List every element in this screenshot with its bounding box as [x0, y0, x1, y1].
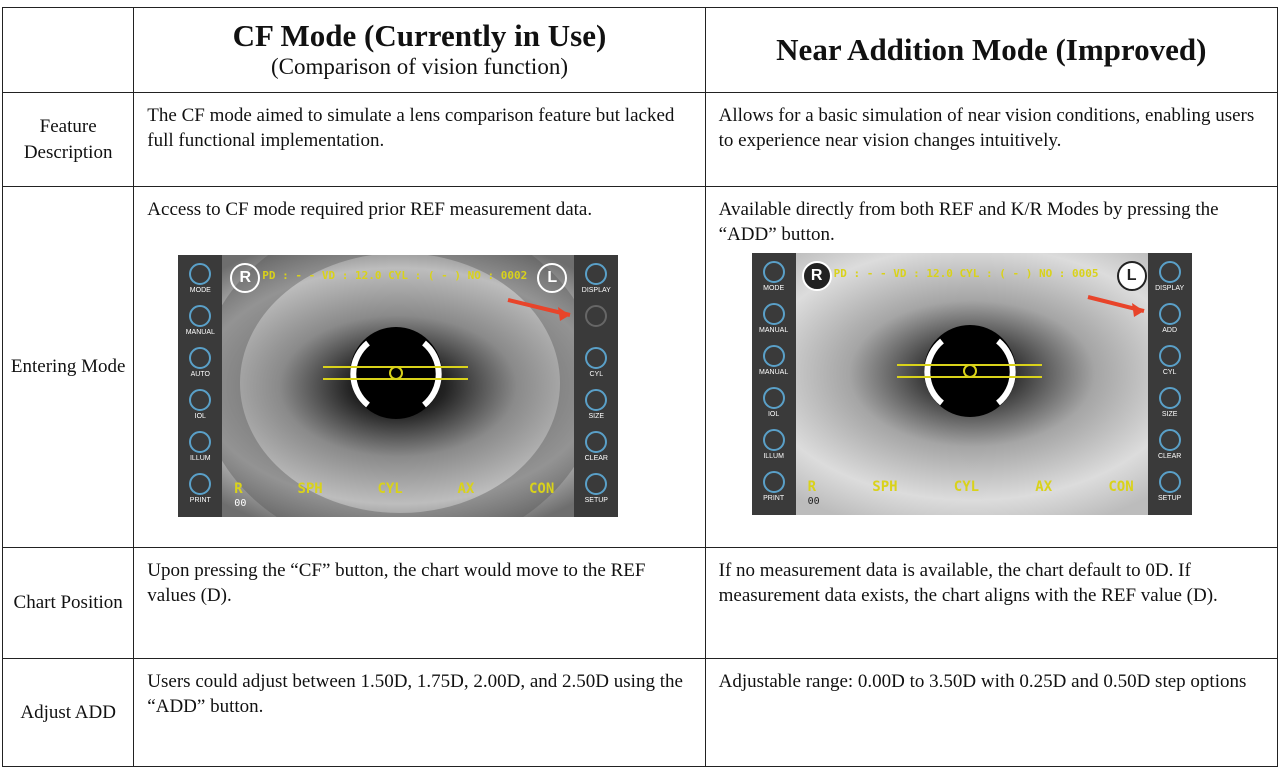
- cf-screen-svg: [178, 255, 619, 517]
- size-button[interactable]: SIZE: [1150, 385, 1190, 421]
- table-row: Entering Mode Access to CF mode required…: [1, 186, 1279, 548]
- print-button[interactable]: PRINT: [754, 469, 794, 505]
- print-button[interactable]: PRINT: [180, 471, 220, 507]
- bottom-label: CYL: [377, 481, 403, 497]
- add-screenshot: R PD : - - VD : 12.0 CYL : ( - ) NO : 00…: [751, 253, 1192, 515]
- add-button[interactable]: ADD: [1150, 301, 1190, 337]
- cf-mode-header: CF Mode (Currently in Use) (Comparison o…: [133, 7, 706, 93]
- cf-cell: Upon pressing the “CF” button, the chart…: [133, 547, 706, 659]
- illum-button[interactable]: ILLUM: [180, 429, 220, 465]
- add-cell: If no measurement data is available, the…: [704, 547, 1279, 659]
- bottom-label: SPH: [872, 479, 898, 495]
- mode-button[interactable]: MODE: [180, 261, 220, 297]
- add-bottom-labels: R SPH CYL AX CON: [808, 479, 1134, 495]
- cf-cell: The CF mode aimed to simulate a lens com…: [133, 92, 706, 187]
- corner-cell: [1, 7, 135, 93]
- row-label: Chart Position: [1, 547, 135, 659]
- display-button[interactable]: DISPLAY: [1150, 259, 1190, 295]
- cf-mode-subtitle: (Comparison of vision function): [270, 54, 568, 79]
- header-row: CF Mode (Currently in Use) (Comparison o…: [1, 7, 1279, 93]
- cf-left-eye-badge: R: [230, 263, 261, 293]
- bottom-label: R: [807, 479, 817, 495]
- cf-bottom-labels: R SPH CYL AX CON: [234, 481, 554, 497]
- add-left-eye-badge: R: [801, 261, 832, 291]
- cf-cell: Users could adjust between 1.50D, 1.75D,…: [133, 658, 706, 767]
- manual-button[interactable]: MANUAL: [754, 343, 794, 379]
- add-cell: Available directly from both REF and K/R…: [704, 186, 1279, 548]
- cf-button[interactable]: [576, 303, 616, 339]
- cf-right-buttons: DISPLAY CYL SIZE CLEAR SETUP: [576, 261, 616, 507]
- bottom-label: CON: [529, 481, 555, 497]
- cf-screenshot: R PD : - - VD : 12.0 CYL : ( - ) NO : 00…: [178, 255, 619, 517]
- cf-left-buttons: MODE MANUAL AUTO IOL ILLUM PRINT: [180, 261, 220, 507]
- add-left-buttons: MODE MANUAL MANUAL IOL ILLUM PRINT: [754, 259, 794, 505]
- manual-button[interactable]: MANUAL: [180, 303, 220, 339]
- row-label: Feature Description: [1, 92, 135, 187]
- bottom-label: SPH: [297, 481, 323, 497]
- add-status-line: PD : - - VD : 12.0 CYL : ( - ) NO : 0005: [833, 267, 1099, 280]
- bottom-label: CYL: [953, 479, 980, 495]
- bottom-label: AX: [457, 481, 475, 497]
- row-label: Adjust ADD: [1, 658, 135, 767]
- cf-status-line: PD : - - VD : 12.0 CYL : ( - ) NO : 0002: [262, 269, 528, 282]
- pupil-target: [323, 327, 469, 419]
- table-row: Feature Description The CF mode aimed to…: [1, 92, 1279, 187]
- add-cell: Allows for a basic simulation of near vi…: [704, 92, 1279, 187]
- mode-button[interactable]: MODE: [754, 259, 794, 295]
- setup-button[interactable]: SETUP: [1150, 469, 1190, 505]
- display-button[interactable]: DISPLAY: [576, 261, 616, 297]
- bottom-label: CON: [1108, 479, 1134, 495]
- table-row: Adjust ADD Users could adjust between 1.…: [1, 658, 1279, 767]
- bottom-label: R: [234, 481, 243, 497]
- cf-mode-title: CF Mode (Currently in Use): [232, 18, 607, 53]
- cf-bottom-sub: 00: [234, 498, 247, 509]
- clear-button[interactable]: CLEAR: [576, 429, 616, 465]
- add-entering-text: Available directly from both REF and K/R…: [718, 199, 1219, 245]
- add-cell: Adjustable range: 0.00D to 3.50D with 0.…: [704, 658, 1279, 767]
- cyl-button[interactable]: CYL: [576, 345, 616, 381]
- iol-button[interactable]: IOL: [754, 385, 794, 421]
- illum-button[interactable]: ILLUM: [754, 427, 794, 463]
- cf-right-eye-badge: L: [537, 263, 568, 293]
- comparison-table: CF Mode (Currently in Use) (Comparison o…: [1, 7, 1279, 767]
- cyl-button[interactable]: CYL: [1150, 343, 1190, 379]
- add-right-eye-badge: L: [1116, 261, 1147, 291]
- add-bottom-sub: 00: [807, 496, 820, 507]
- row-label: Entering Mode: [1, 186, 135, 548]
- setup-button[interactable]: SETUP: [576, 471, 616, 507]
- size-button[interactable]: SIZE: [576, 387, 616, 423]
- auto-button[interactable]: AUTO: [180, 345, 220, 381]
- pupil-target: [896, 325, 1042, 417]
- table-row: Chart Position Upon pressing the “CF” bu…: [1, 547, 1279, 659]
- manual-button[interactable]: MANUAL: [754, 301, 794, 337]
- bottom-label: AX: [1035, 479, 1053, 495]
- clear-button[interactable]: CLEAR: [1150, 427, 1190, 463]
- add-right-buttons: DISPLAY ADD CYL SIZE CLEAR SETUP: [1150, 259, 1190, 505]
- iol-button[interactable]: IOL: [180, 387, 220, 423]
- add-screen-svg: [751, 253, 1192, 515]
- cf-cell: Access to CF mode required prior REF mea…: [133, 186, 706, 548]
- add-mode-title: Near Addition Mode (Improved): [776, 32, 1207, 67]
- add-mode-header: Near Addition Mode (Improved): [704, 7, 1279, 93]
- cf-entering-text: Access to CF mode required prior REF mea…: [147, 199, 593, 220]
